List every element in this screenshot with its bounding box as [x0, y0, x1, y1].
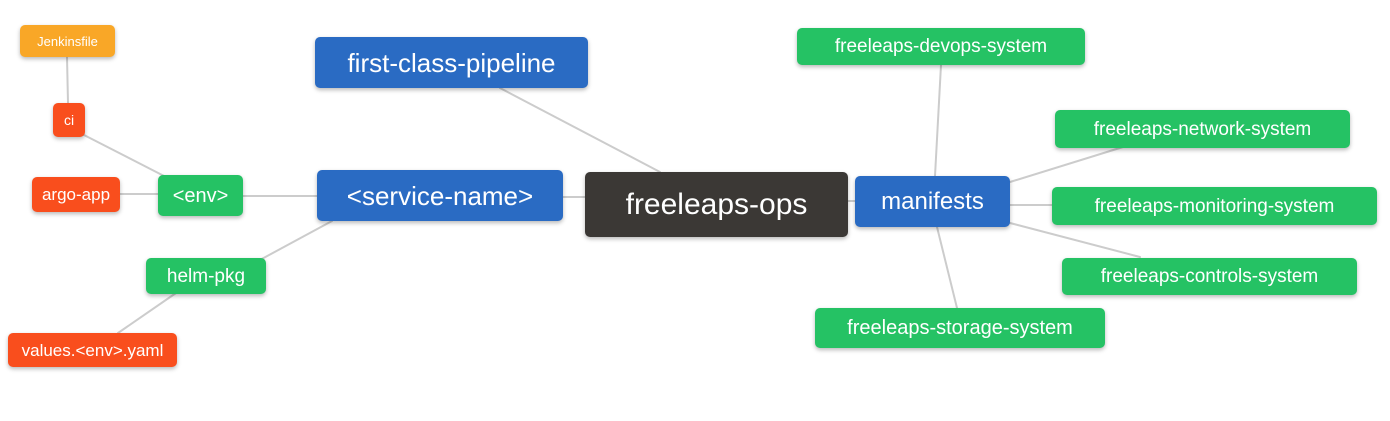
node-first-class-pipeline[interactable]: first-class-pipeline: [315, 37, 588, 88]
edge-manifests-storage: [936, 226, 958, 309]
edge-helmpkg-values: [117, 292, 177, 334]
node-freeleaps-ops[interactable]: freeleaps-ops: [585, 172, 848, 237]
node-freeleaps-network-system[interactable]: freeleaps-network-system: [1055, 110, 1350, 148]
node-ci[interactable]: ci: [53, 103, 85, 137]
node-service-name[interactable]: <service-name>: [317, 170, 563, 221]
node-freeleaps-storage-system[interactable]: freeleaps-storage-system: [815, 308, 1105, 348]
node-values-env-yaml[interactable]: values.<env>.yaml: [8, 333, 177, 367]
edge-ci-env: [83, 134, 167, 178]
node-helm-pkg[interactable]: helm-pkg: [146, 258, 266, 294]
node-env[interactable]: <env>: [158, 175, 243, 216]
node-freeleaps-devops-system[interactable]: freeleaps-devops-system: [797, 28, 1085, 65]
edge-pipeline-ops: [499, 87, 661, 173]
node-jenkinsfile[interactable]: Jenkinsfile: [20, 25, 115, 57]
edge-manifests-controls: [1009, 222, 1141, 258]
node-argo-app[interactable]: argo-app: [32, 177, 120, 212]
edge-manifests-devops: [934, 64, 942, 177]
edge-jenkinsfile-ci: [66, 56, 69, 104]
edge-manifests-network: [1009, 146, 1124, 183]
node-freeleaps-monitoring-system[interactable]: freeleaps-monitoring-system: [1052, 187, 1377, 225]
node-manifests[interactable]: manifests: [855, 176, 1010, 227]
edge-servicename-helmpkg: [257, 220, 333, 262]
node-freeleaps-controls-system[interactable]: freeleaps-controls-system: [1062, 258, 1357, 295]
